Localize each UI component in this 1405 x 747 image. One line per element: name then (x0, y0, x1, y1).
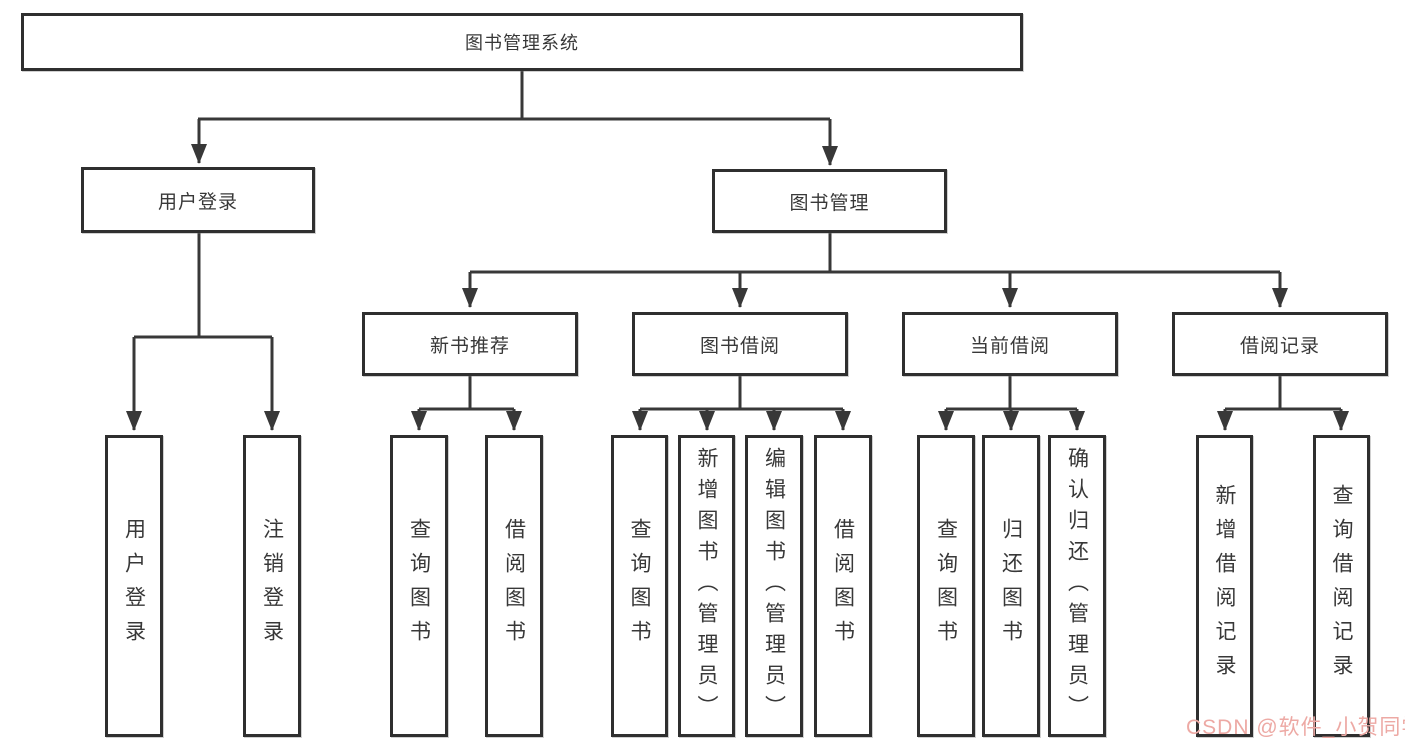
leaf-label: 查询图书 (628, 518, 651, 654)
leaf-add-borrow-record: 新增借阅记录 (1196, 435, 1253, 737)
node-label: 用户登录 (157, 191, 238, 213)
leaf-add-books-admin: 新增图书（管理员） (678, 435, 735, 737)
leaf-label: 查询图书 (934, 518, 958, 654)
node-book-management: 图书管理 (712, 169, 947, 233)
leaf-query-books-borrow: 查询图书 (611, 435, 668, 737)
leaf-label: 注销登录 (260, 518, 284, 654)
leaf-edit-books-admin: 编辑图书（管理员） (745, 435, 803, 737)
leaf-label: 新增图书（管理员） (695, 446, 718, 726)
leaf-label: 新增借阅记录 (1213, 484, 1236, 688)
leaf-logout: 注销登录 (243, 435, 301, 737)
leaf-query-borrow-record: 查询借阅记录 (1313, 435, 1370, 737)
node-current-borrow: 当前借阅 (902, 312, 1118, 376)
leaf-query-books-recommend: 查询图书 (390, 435, 448, 737)
node-user-login: 用户登录 (81, 167, 315, 233)
csdn-watermark: CSDN @软件_小贺同学 (1186, 716, 1405, 739)
node-borrow-records: 借阅记录 (1172, 312, 1388, 376)
node-label: 图书管理 (789, 192, 870, 214)
node-book-borrow: 图书借阅 (632, 312, 848, 376)
leaf-query-books-current: 查询图书 (917, 435, 975, 737)
leaf-confirm-return-admin: 确认归还（管理员） (1048, 435, 1106, 737)
leaf-label: 查询图书 (407, 518, 431, 654)
node-label: 新书推荐 (429, 335, 510, 357)
leaf-label: 借阅图书 (502, 518, 526, 654)
leaf-borrow-books-recommend: 借阅图书 (485, 435, 543, 737)
node-new-book-recommend: 新书推荐 (362, 312, 578, 376)
leaf-user-login: 用户登录 (105, 435, 163, 737)
node-root-label: 图书管理系统 (465, 33, 579, 53)
node-label: 借阅记录 (1239, 335, 1320, 357)
leaf-label: 借阅图书 (831, 518, 855, 654)
leaf-label: 确认归还（管理员） (1065, 446, 1089, 726)
node-label: 当前借阅 (969, 335, 1050, 357)
node-label: 图书借阅 (699, 335, 780, 357)
node-root-system: 图书管理系统 (21, 13, 1023, 71)
leaf-return-books: 归还图书 (982, 435, 1040, 737)
leaf-label: 用户登录 (122, 518, 146, 654)
leaf-label: 编辑图书（管理员） (762, 446, 786, 726)
leaf-borrow-books: 借阅图书 (814, 435, 872, 737)
leaf-label: 归还图书 (999, 518, 1023, 654)
leaf-label: 查询借阅记录 (1330, 484, 1353, 688)
